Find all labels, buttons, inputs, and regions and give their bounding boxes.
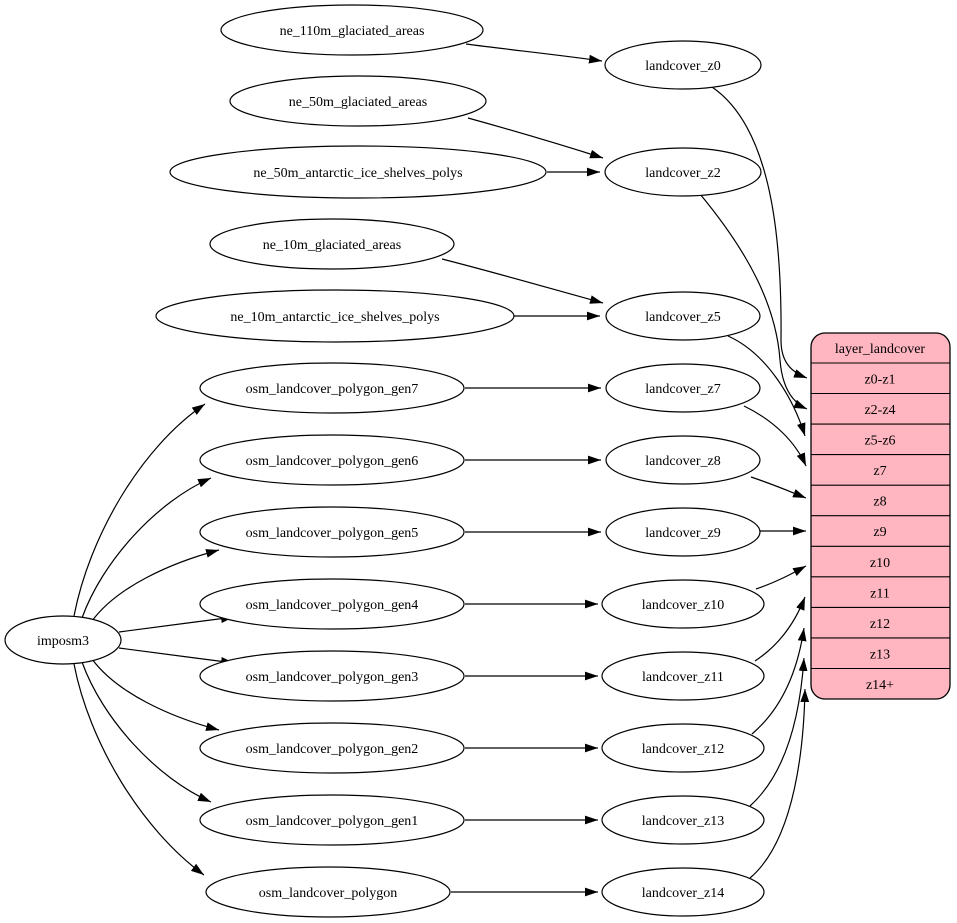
table-row-z0-z1: z0-z1 [864, 373, 895, 388]
edges-group [73, 43, 810, 897]
node-label-landcover-z9: landcover_z9 [645, 526, 720, 541]
node-osm-landcover-polygon: osm_landcover_polygon [205, 866, 451, 918]
node-osm-landcover-polygon-gen1: osm_landcover_polygon_gen1 [199, 794, 465, 846]
edge-landcover-z10-to-row-z10 [755, 565, 807, 590]
node-label-landcover-z14: landcover_z14 [642, 886, 724, 901]
edge-ne-50m-glaciated-areas-to-landcover-z2 [467, 117, 604, 159]
node-label-landcover-z5: landcover_z5 [645, 310, 720, 325]
table-row-z14plus: z14+ [866, 678, 894, 693]
edge-imposm3-to-osm-landcover-polygon-gen1 [81, 661, 212, 803]
node-label-osm-landcover-polygon-gen6: osm_landcover_polygon_gen6 [246, 454, 419, 469]
node-label-landcover-z13: landcover_z13 [642, 814, 724, 829]
node-label-ne-110m-glaciated-areas: ne_110m_glaciated_areas [280, 24, 425, 39]
node-ne-50m-glaciated-areas: ne_50m_glaciated_areas [229, 75, 487, 127]
node-landcover-z7: landcover_z7 [605, 363, 761, 413]
node-osm-landcover-polygon-gen4: osm_landcover_polygon_gen4 [199, 578, 465, 630]
edge-imposm3-to-osm-landcover-polygon-gen6 [81, 477, 212, 619]
table-row-separators [811, 362, 950, 670]
table-row-z13: z13 [870, 647, 890, 662]
table-row-z8: z8 [873, 495, 886, 510]
edge-landcover-z8-to-row-z8 [750, 476, 807, 499]
table-row-z11: z11 [870, 586, 890, 601]
edge-imposm3-to-osm-landcover-polygon [73, 663, 205, 876]
node-osm-landcover-polygon-gen5: osm_landcover_polygon_gen5 [199, 506, 465, 558]
edge-landcover-z13-to-row-z13 [749, 657, 808, 807]
node-osm-landcover-polygon-gen2: osm_landcover_polygon_gen2 [199, 722, 465, 774]
edge-landcover-z12-to-row-z12 [751, 627, 807, 735]
table-row-z7: z7 [873, 464, 886, 479]
node-osm-landcover-polygon-gen7: osm_landcover_polygon_gen7 [199, 362, 465, 414]
edge-imposm3-to-osm-landcover-polygon-gen5 [91, 549, 220, 622]
edge-landcover-z5-to-row-z5-z6 [727, 335, 806, 437]
node-label-osm-landcover-polygon: osm_landcover_polygon [259, 886, 397, 901]
table-title: layer_landcover [835, 342, 926, 357]
node-label-ne-50m-glaciated-areas: ne_50m_glaciated_areas [289, 95, 427, 110]
node-osm-landcover-polygon-gen6: osm_landcover_polygon_gen6 [199, 434, 465, 486]
node-label-landcover-z0: landcover_z0 [645, 59, 720, 74]
edge-landcover-z2-to-row-z2-z4 [699, 193, 808, 410]
node-label-osm-landcover-polygon-gen3: osm_landcover_polygon_gen3 [246, 670, 419, 685]
node-label-landcover-z12: landcover_z12 [642, 742, 724, 757]
node-label-ne-10m-antarctic-ice-shelves-polys: ne_10m_antarctic_ice_shelves_polys [230, 310, 439, 325]
table-layer-landcover: layer_landcover z0-z1 z2-z4 z5-z6 z7 z8 … [810, 332, 951, 700]
node-landcover-z5: landcover_z5 [605, 291, 761, 341]
node-landcover-z10: landcover_z10 [601, 579, 765, 629]
node-label-landcover-z8: landcover_z8 [645, 454, 720, 469]
edge-imposm3-to-osm-landcover-polygon-gen2 [91, 658, 220, 731]
node-landcover-z0: landcover_z0 [604, 40, 762, 90]
node-label-osm-landcover-polygon-gen1: osm_landcover_polygon_gen1 [246, 814, 419, 829]
node-label-landcover-z11: landcover_z11 [642, 670, 724, 685]
nodes-group: ne_110m_glaciated_areas landcover_z0 ne_… [4, 4, 765, 918]
table-row-z10: z10 [870, 556, 890, 571]
node-landcover-z14: landcover_z14 [601, 867, 765, 917]
node-ne-10m-glaciated-areas: ne_10m_glaciated_areas [209, 218, 455, 270]
table-row-z9: z9 [873, 525, 886, 540]
node-label-ne-50m-antarctic-ice-shelves-polys: ne_50m_antarctic_ice_shelves_polys [253, 166, 462, 181]
node-label-osm-landcover-polygon-gen2: osm_landcover_polygon_gen2 [246, 742, 419, 757]
node-ne-10m-antarctic-ice-shelves-polys: ne_10m_antarctic_ice_shelves_polys [155, 289, 515, 343]
node-landcover-z9: landcover_z9 [605, 507, 761, 557]
node-label-ne-10m-glaciated-areas: ne_10m_glaciated_areas [263, 238, 401, 253]
edge-landcover-z14-to-row-z14plus [749, 688, 810, 879]
edge-ne-10m-glaciated-areas-to-landcover-z5 [441, 258, 604, 304]
edge-imposm3-to-osm-landcover-polygon-gen3 [118, 647, 235, 666]
node-label-osm-landcover-polygon-gen5: osm_landcover_polygon_gen5 [246, 526, 419, 541]
edge-landcover-z7-to-row-z7 [743, 405, 807, 467]
node-osm-landcover-polygon-gen3: osm_landcover_polygon_gen3 [199, 650, 465, 702]
node-landcover-z13: landcover_z13 [601, 795, 765, 845]
table-row-z12: z12 [870, 617, 890, 632]
table-row-z5-z6: z5-z6 [864, 434, 895, 449]
edge-imposm3-to-osm-landcover-polygon-gen7 [73, 403, 206, 617]
node-landcover-z11: landcover_z11 [601, 651, 765, 701]
node-landcover-z12: landcover_z12 [601, 723, 765, 773]
node-label-landcover-z2: landcover_z2 [645, 166, 720, 181]
edge-landcover-z11-to-row-z11 [754, 596, 806, 662]
node-label-imposm3: imposm3 [37, 634, 89, 649]
edge-imposm3-to-osm-landcover-polygon-gen4 [118, 614, 235, 633]
node-label-landcover-z7: landcover_z7 [645, 382, 720, 397]
node-label-landcover-z10: landcover_z10 [642, 598, 724, 613]
node-landcover-z8: landcover_z8 [605, 435, 761, 485]
node-landcover-z2: landcover_z2 [604, 147, 762, 197]
node-imposm3: imposm3 [4, 615, 122, 665]
edge-ne-110m-glaciated-areas-to-landcover-z0 [465, 43, 603, 64]
node-label-osm-landcover-polygon-gen7: osm_landcover_polygon_gen7 [246, 382, 419, 397]
node-label-osm-landcover-polygon-gen4: osm_landcover_polygon_gen4 [246, 598, 419, 613]
node-ne-50m-antarctic-ice-shelves-polys: ne_50m_antarctic_ice_shelves_polys [169, 145, 547, 199]
table-row-z2-z4: z2-z4 [864, 403, 895, 418]
node-ne-110m-glaciated-areas: ne_110m_glaciated_areas [220, 4, 484, 56]
edge-landcover-z0-to-row-z0-z1 [711, 86, 808, 379]
